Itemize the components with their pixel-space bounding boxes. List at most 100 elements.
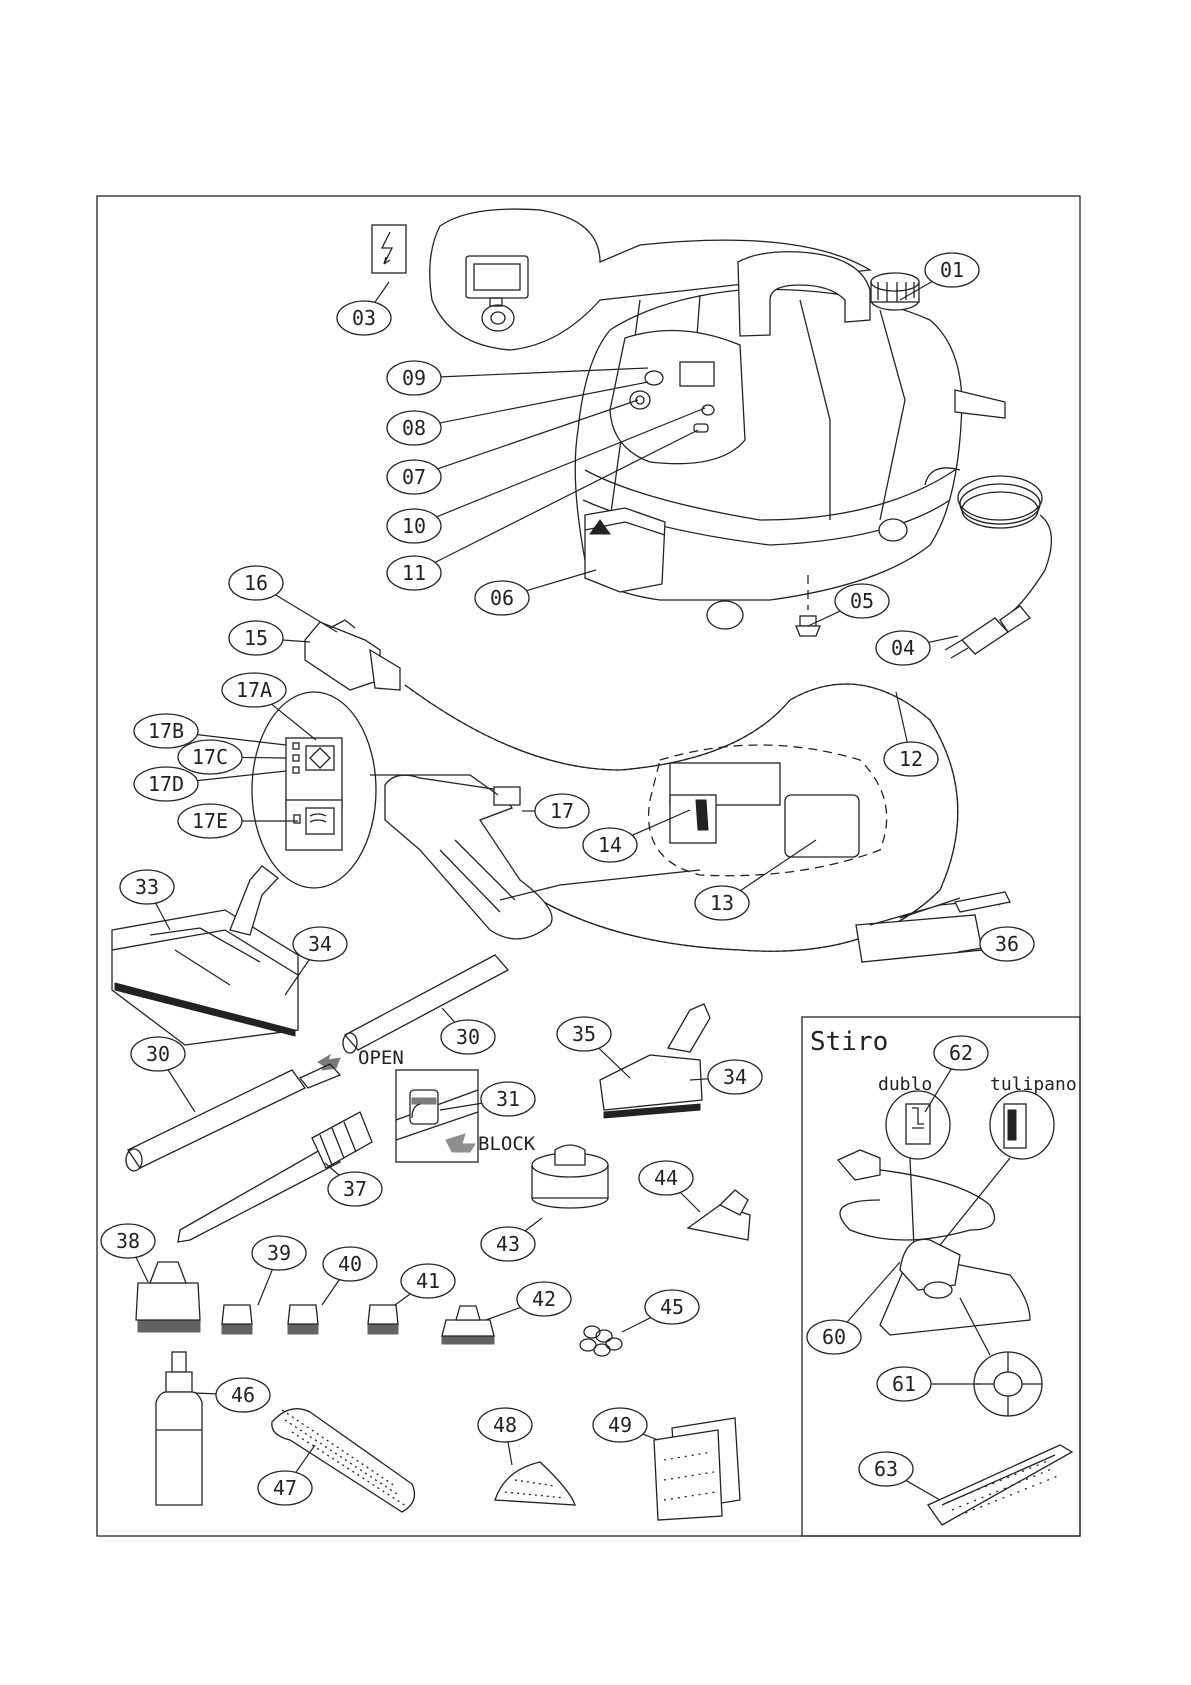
callout-leader-44 bbox=[680, 1192, 700, 1212]
callout-label-34a: 34 bbox=[308, 932, 332, 956]
block-label: BLOCK bbox=[478, 1133, 536, 1155]
callout-label-04: 04 bbox=[891, 636, 915, 660]
callout-label-60: 60 bbox=[822, 1325, 846, 1349]
callout-49: 49 bbox=[593, 1408, 658, 1442]
callout-label-31: 31 bbox=[496, 1087, 520, 1111]
callout-43: 43 bbox=[481, 1218, 542, 1261]
callout-label-17D: 17D bbox=[148, 772, 184, 796]
callout-label-62: 62 bbox=[949, 1041, 973, 1065]
callout-label-43: 43 bbox=[496, 1232, 520, 1256]
callout-41: 41 bbox=[395, 1264, 455, 1305]
callout-48: 48 bbox=[478, 1408, 532, 1465]
open-label: OPEN bbox=[358, 1047, 404, 1069]
callout-04: 04 bbox=[876, 631, 958, 665]
iron-assembly bbox=[838, 1091, 1054, 1416]
callout-label-05: 05 bbox=[850, 589, 874, 613]
callout-leader-49 bbox=[643, 1434, 658, 1440]
callout-leader-30b bbox=[168, 1070, 195, 1112]
callout-label-01: 01 bbox=[940, 258, 964, 282]
callout-12: 12 bbox=[884, 692, 938, 776]
iron-rest-63 bbox=[928, 1445, 1072, 1525]
callout-label-13: 13 bbox=[710, 891, 734, 915]
spiral-wires-45 bbox=[580, 1326, 622, 1356]
callout-leader-06 bbox=[526, 570, 596, 591]
callout-label-17A: 17A bbox=[236, 678, 272, 702]
cloths-49 bbox=[654, 1418, 740, 1520]
callout-42: 42 bbox=[486, 1282, 571, 1320]
tulipano-label: tulipano bbox=[990, 1074, 1077, 1095]
callout-label-63: 63 bbox=[874, 1457, 898, 1481]
callout-label-17: 17 bbox=[550, 799, 574, 823]
callout-30b: 30 bbox=[131, 1037, 195, 1112]
callout-label-61: 61 bbox=[892, 1372, 916, 1396]
callout-leader-38 bbox=[136, 1257, 148, 1282]
callout-39: 39 bbox=[252, 1236, 306, 1305]
callout-label-48: 48 bbox=[493, 1413, 517, 1437]
callout-label-33: 33 bbox=[135, 875, 159, 899]
callout-label-06: 06 bbox=[490, 586, 514, 610]
callout-label-38: 38 bbox=[116, 1229, 140, 1253]
callout-47: 47 bbox=[258, 1445, 315, 1505]
callout-leader-43 bbox=[525, 1218, 542, 1231]
callout-leader-04 bbox=[929, 636, 958, 642]
triangular-brush bbox=[600, 1004, 710, 1118]
callout-label-46: 46 bbox=[231, 1383, 255, 1407]
callout-label-03: 03 bbox=[352, 306, 376, 330]
callout-46: 46 bbox=[195, 1378, 270, 1412]
callout-leader-40 bbox=[322, 1280, 339, 1305]
callout-45: 45 bbox=[622, 1290, 699, 1332]
callout-leader-46 bbox=[195, 1393, 216, 1394]
detergent-bottle-46 bbox=[156, 1352, 202, 1505]
callout-label-34b: 34 bbox=[723, 1065, 747, 1089]
callout-03: 03 bbox=[337, 282, 391, 335]
callout-label-37: 37 bbox=[343, 1177, 367, 1201]
callout-label-49: 49 bbox=[608, 1413, 632, 1437]
electric-warning-label bbox=[372, 225, 406, 273]
callout-leader-30a bbox=[442, 1008, 455, 1022]
callout-leader-03 bbox=[375, 282, 389, 302]
callout-label-14: 14 bbox=[598, 833, 622, 857]
callout-06: 06 bbox=[475, 570, 596, 615]
callout-label-47: 47 bbox=[273, 1476, 297, 1500]
callout-leader-17C bbox=[242, 757, 286, 758]
round-nozzle-43 bbox=[532, 1145, 608, 1208]
callout-label-08: 08 bbox=[402, 416, 426, 440]
callout-leader-13 bbox=[740, 840, 816, 891]
callout-30a: 30 bbox=[441, 1008, 495, 1054]
callout-13: 13 bbox=[695, 840, 816, 920]
callout-label-45: 45 bbox=[660, 1295, 684, 1319]
callout-leader-63 bbox=[906, 1480, 940, 1500]
callout-label-30b: 30 bbox=[146, 1042, 170, 1066]
callout-leader-42 bbox=[486, 1307, 521, 1320]
callout-leader-16 bbox=[275, 595, 337, 632]
triangle-pad-48 bbox=[495, 1462, 575, 1505]
callout-label-12: 12 bbox=[899, 747, 923, 771]
callout-40: 40 bbox=[322, 1247, 377, 1305]
steam-hose-assembly bbox=[252, 620, 958, 951]
callout-44: 44 bbox=[639, 1161, 700, 1212]
scraper-44 bbox=[688, 1190, 750, 1240]
callout-61: 61 bbox=[877, 1367, 980, 1401]
callout-label-36: 36 bbox=[995, 932, 1019, 956]
callout-leader-39 bbox=[258, 1269, 272, 1305]
callout-label-30a: 30 bbox=[456, 1025, 480, 1049]
callout-label-40: 40 bbox=[338, 1252, 362, 1276]
callout-label-10: 10 bbox=[402, 514, 426, 538]
callout-35: 35 bbox=[557, 1017, 630, 1078]
callout-label-42: 42 bbox=[532, 1287, 556, 1311]
callout-17: 17 bbox=[522, 794, 589, 828]
callout-label-41: 41 bbox=[416, 1269, 440, 1293]
callout-label-39: 39 bbox=[267, 1241, 291, 1265]
callout-15: 15 bbox=[229, 621, 310, 655]
callout-label-44: 44 bbox=[654, 1166, 678, 1190]
callout-leader-48 bbox=[508, 1442, 512, 1465]
callout-label-09: 09 bbox=[402, 366, 426, 390]
callout-label-35: 35 bbox=[572, 1022, 596, 1046]
stiro-title: Stiro bbox=[810, 1027, 888, 1057]
callout-38: 38 bbox=[101, 1224, 155, 1282]
callout-37: 37 bbox=[325, 1163, 382, 1206]
callout-label-17C: 17C bbox=[192, 745, 228, 769]
callout-leader-41 bbox=[395, 1294, 410, 1305]
tube-lock-detail bbox=[396, 1070, 478, 1162]
